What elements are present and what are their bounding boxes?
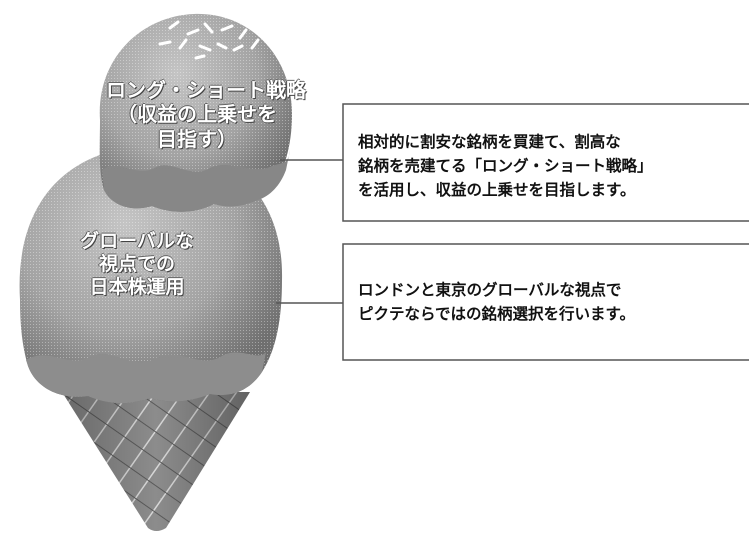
- top-scoop-label: ロング・ショート戦略 （収益の上乗せを 目指す）: [106, 78, 306, 151]
- top-scoop-label-line: 目指す）: [157, 126, 237, 151]
- callout-line: ロンドンと東京のグローバルな視点で: [358, 281, 622, 299]
- sprinkles: [158, 20, 260, 60]
- long-short-strategy-callout: 相対的に割安な銘柄を買建て、割高な 銘柄を売建てる「ロング・ショート戦略」 を活…: [358, 130, 653, 202]
- bottom-scoop: [19, 145, 283, 404]
- bottom-scoop-label-line: グローバルな: [80, 230, 194, 252]
- top-scoop: [99, 13, 293, 212]
- bottom-scoop-label: グローバルな 視点での 日本株運用: [52, 230, 222, 300]
- connector-lines: [276, 159, 343, 304]
- callout-line: 相対的に割安な銘柄を買建て、割高な: [358, 133, 621, 151]
- callout-line: ピクテならではの銘柄選択を行います。: [358, 305, 635, 324]
- global-view-callout: ロンドンと東京のグローバルな視点で ピクテならではの銘柄選択を行います。: [358, 278, 635, 326]
- top-scoop-label-line: （収益の上乗せを: [117, 102, 277, 127]
- bottom-scoop-label-line: 日本株運用: [89, 276, 185, 299]
- waffle-cone: [62, 392, 250, 531]
- callout-line: を活用し、収益の上乗せを目指します。: [358, 181, 636, 200]
- bottom-scoop-label-line: 視点での: [98, 253, 175, 276]
- top-scoop-label-line: ロング・ショート戦略: [106, 78, 306, 102]
- callout-line: 銘柄を売建てる「ロング・ショート戦略」: [358, 157, 653, 176]
- callout-boxes: [342, 103, 749, 361]
